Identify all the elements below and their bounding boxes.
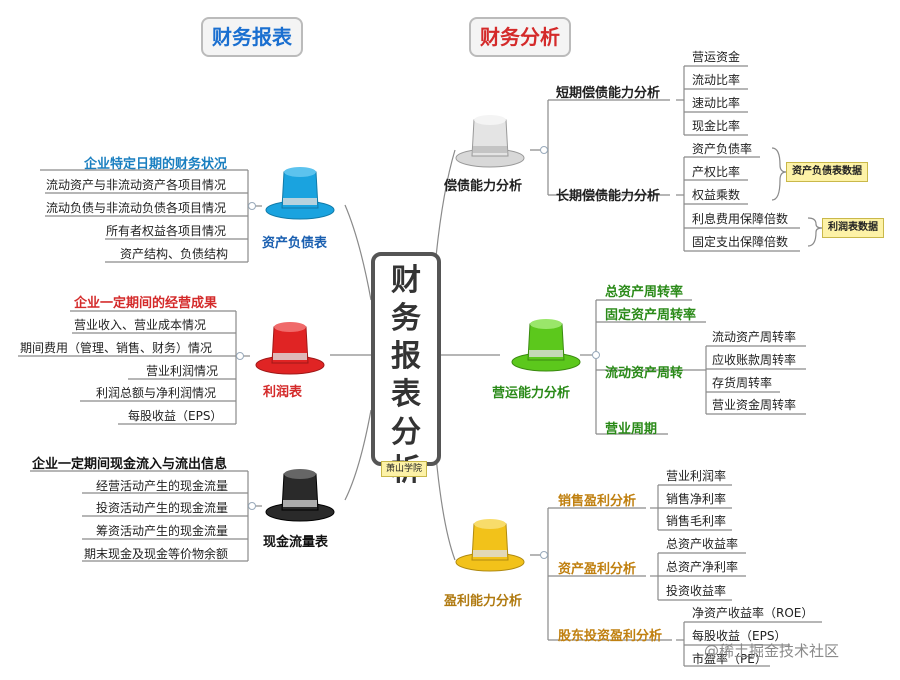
balance-item: 所有者权益各项目情况 xyxy=(106,224,227,238)
sales-profit-title: 销售盈利分析 xyxy=(558,494,637,509)
center-char: 分 xyxy=(391,415,421,450)
balance-sheet-label: 资产负债表 xyxy=(262,236,328,251)
income-item: 营业利润情况 xyxy=(146,364,219,378)
top-hat-icon xyxy=(265,469,335,522)
short-term-item: 速动比率 xyxy=(692,96,741,110)
long-term-item: 权益乘数 xyxy=(692,188,741,202)
asset-profit-item: 投资收益率 xyxy=(666,584,727,598)
sales-profit-item: 营业利润率 xyxy=(666,469,727,483)
asset-profit-item: 总资产净利率 xyxy=(666,560,739,574)
operating-cycle: 营业周期 xyxy=(605,422,658,437)
short-term-item: 流动比率 xyxy=(692,73,741,87)
financial-analysis-header-text: 财务分析 xyxy=(480,25,560,49)
long-term-item: 产权比率 xyxy=(692,165,741,179)
cash-flow-label: 现金流量表 xyxy=(263,535,329,550)
fixed-asset-turnover: 固定资产周转率 xyxy=(605,308,697,323)
center-char: 务 xyxy=(391,301,421,336)
profitability-label: 盈利能力分析 xyxy=(444,594,523,609)
income-statement-title: 企业一定期间的经营成果 xyxy=(74,296,218,311)
shareholder-profit-item: 市盈率（PE） xyxy=(692,652,767,666)
center-char: 报 xyxy=(391,339,421,374)
total-asset-turnover: 总资产周转率 xyxy=(605,285,684,300)
balance-item: 流动资产与非流动资产各项目情况 xyxy=(46,178,227,192)
watermark: @稀土掘金技术社区 xyxy=(704,642,840,660)
long-term-title: 长期偿债能力分析 xyxy=(556,189,661,204)
long-term-item: 资产负债率 xyxy=(692,142,753,156)
top-hat-icon xyxy=(455,115,525,168)
shareholder-profit-item: 净资产收益率（ROE） xyxy=(692,606,814,620)
cashflow-item: 经营活动产生的现金流量 xyxy=(96,479,229,493)
sales-profit-item: 销售净利率 xyxy=(666,492,727,506)
current-asset-item: 流动资产周转率 xyxy=(712,330,797,344)
financial-statements-header: 财务报表 xyxy=(201,17,303,57)
top-hat-icon xyxy=(255,322,325,375)
short-term-title: 短期偿债能力分析 xyxy=(556,86,661,101)
center-topic-text: 财 务 报 表 分 析 xyxy=(375,262,437,490)
current-asset-item: 营业资金周转率 xyxy=(712,398,797,412)
income-item: 利润总额与净利润情况 xyxy=(96,386,217,400)
shareholder-profit-item: 每股收益（EPS） xyxy=(692,629,787,643)
cashflow-item: 投资活动产生的现金流量 xyxy=(96,501,229,515)
balance-item: 流动负债与非流动负债各项目情况 xyxy=(46,201,227,215)
short-term-item: 现金比率 xyxy=(692,119,741,133)
income-item: 期间费用（管理、销售、财务）情况 xyxy=(20,341,213,355)
operating-label: 营运能力分析 xyxy=(492,386,571,401)
cashflow-item: 筹资活动产生的现金流量 xyxy=(96,524,229,538)
center-topic-box: 财 务 报 表 分 析 xyxy=(371,252,441,488)
long-term-item: 固定支出保障倍数 xyxy=(692,235,789,249)
income-statement-label: 利润表 xyxy=(263,385,303,400)
top-hat-icon xyxy=(455,519,525,572)
current-asset-item: 存货周转率 xyxy=(712,376,773,390)
top-hat-icon xyxy=(511,319,581,372)
cash-flow-title: 企业一定期间现金流入与流出信息 xyxy=(32,457,228,472)
income-item: 营业收入、营业成本情况 xyxy=(74,318,207,332)
financial-analysis-header: 财务分析 xyxy=(469,17,571,57)
current-asset-item: 应收账款周转率 xyxy=(712,353,797,367)
balance-sheet-data-tag: 资产负债表数据 xyxy=(786,162,868,182)
current-asset-turnover-title: 流动资产周转 xyxy=(605,366,684,381)
short-term-item: 营运资金 xyxy=(692,50,741,64)
source-tag: 萧山学院 xyxy=(381,461,427,477)
balance-item: 资产结构、负债结构 xyxy=(120,247,229,261)
income-statement-data-tag: 利润表数据 xyxy=(822,218,884,238)
financial-statements-header-text: 财务报表 xyxy=(212,25,292,49)
asset-profit-title: 资产盈利分析 xyxy=(558,562,637,577)
sales-profit-item: 销售毛利率 xyxy=(666,514,727,528)
income-item: 每股收益（EPS） xyxy=(128,409,223,423)
center-char: 财 xyxy=(391,263,421,298)
shareholder-profit-title: 股东投资盈利分析 xyxy=(558,629,663,644)
center-char: 表 xyxy=(391,377,421,412)
solvency-label: 偿债能力分析 xyxy=(444,179,523,194)
balance-sheet-title: 企业特定日期的财务状况 xyxy=(84,157,228,172)
long-term-item: 利息费用保障倍数 xyxy=(692,212,789,226)
asset-profit-item: 总资产收益率 xyxy=(666,537,739,551)
cashflow-item: 期末现金及现金等价物余额 xyxy=(84,547,229,561)
top-hat-icon xyxy=(265,167,335,220)
